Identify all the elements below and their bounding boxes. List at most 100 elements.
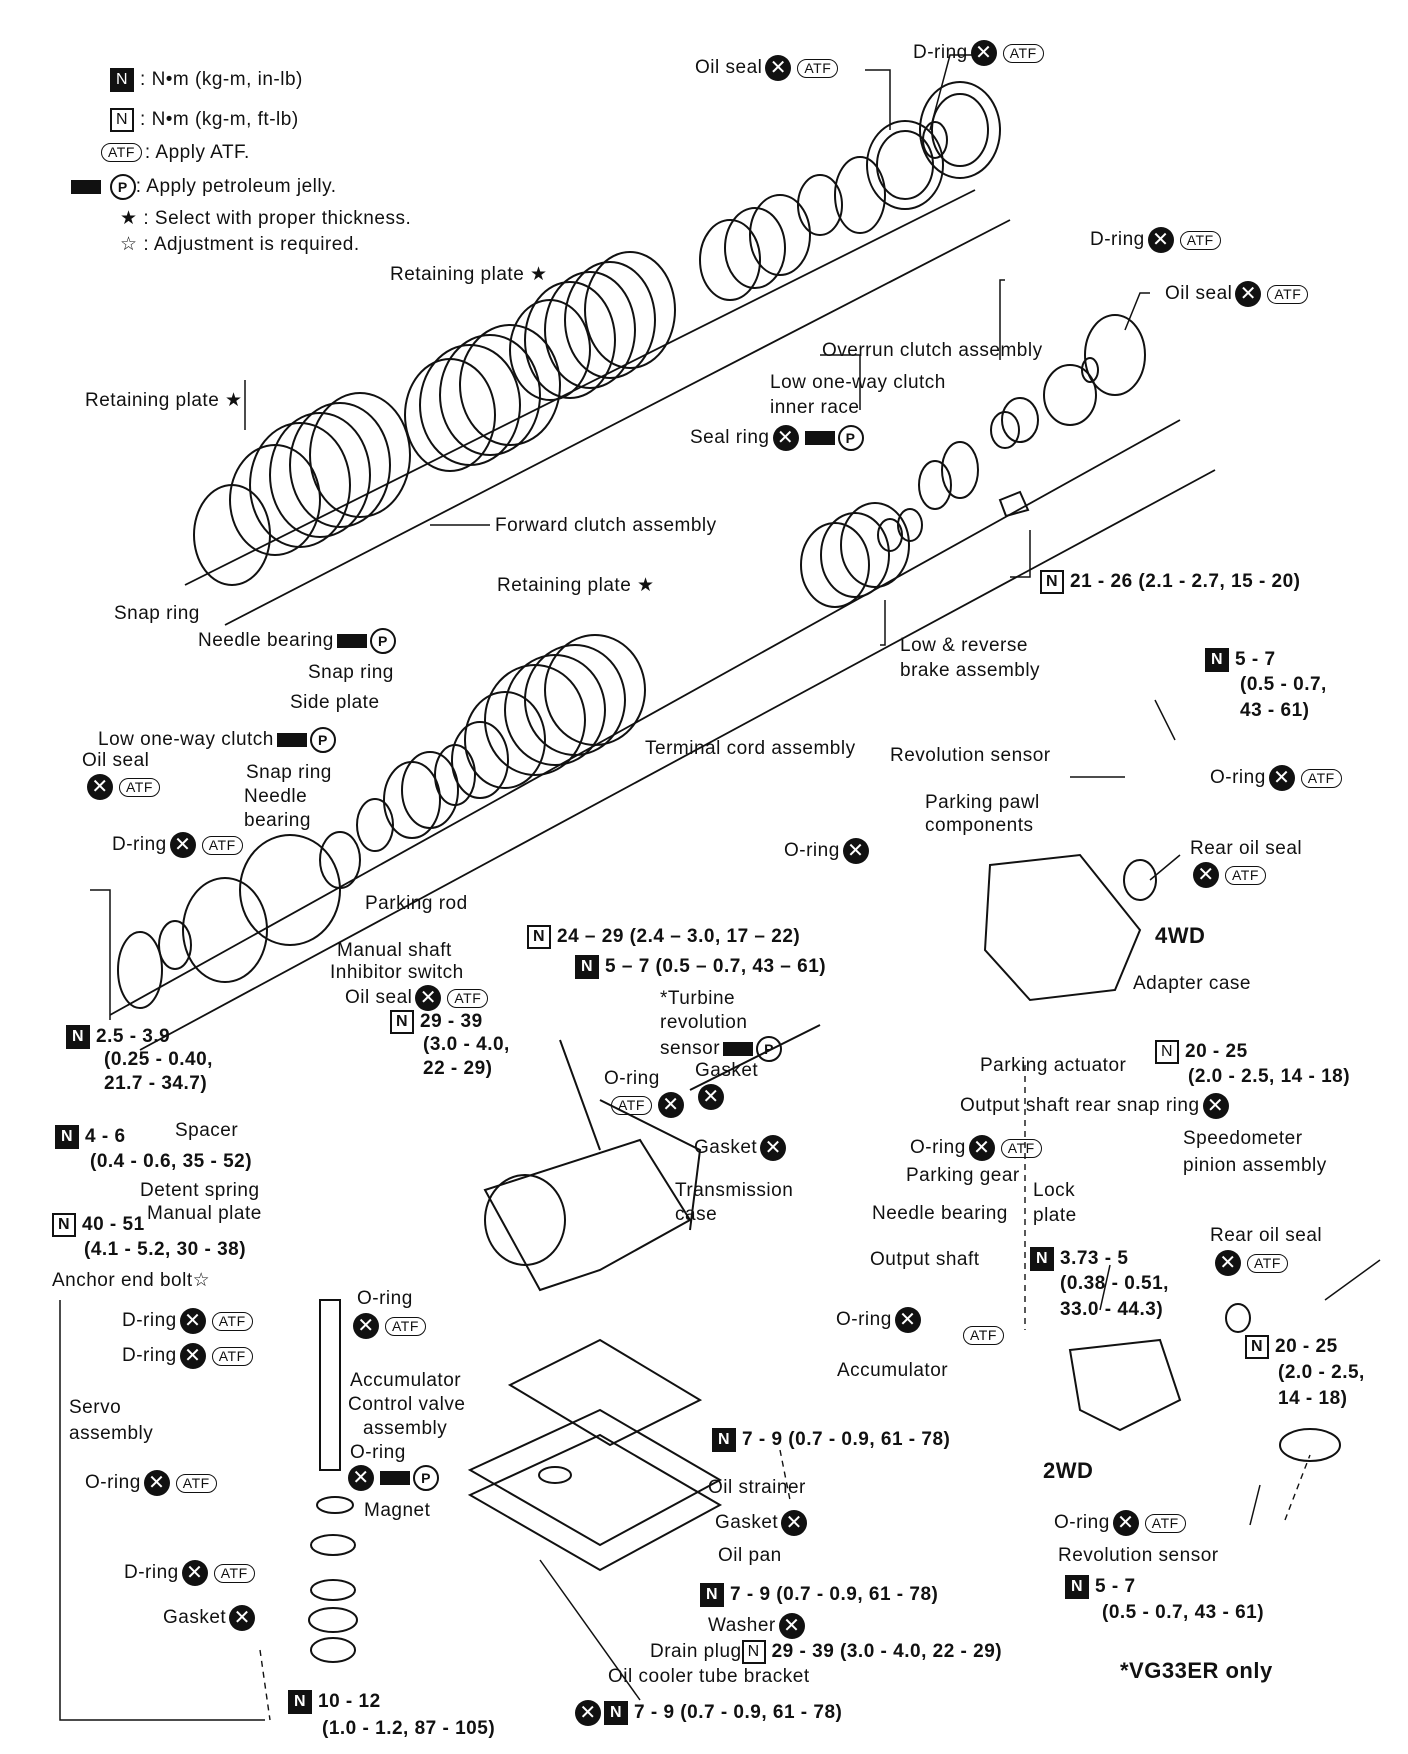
label-rear-oil-seal-top-icons: ✕ ATF — [1190, 862, 1269, 888]
label-anchor-end-bolt: Anchor end bolt☆ — [52, 1270, 211, 1291]
atf-icon: ATF — [385, 1316, 426, 1336]
outline-star-icon: ☆ — [120, 234, 138, 255]
label-parking-rod: Parking rod — [365, 893, 468, 914]
label-parking-pawl-1: Parking pawl — [925, 792, 1040, 813]
label-seal-ring: Seal ring✕P — [690, 425, 864, 451]
label-d-ring-servo-2: D-ring✕ATF — [122, 1343, 256, 1369]
label-gasket-pan: Gasket✕ — [715, 1510, 810, 1536]
replace-icon: ✕ — [968, 1135, 995, 1161]
replace-icon: ✕ — [698, 1084, 724, 1110]
torque-wrench-outline-icon: N — [52, 1213, 76, 1237]
torque-wrench-icon: N — [288, 1690, 312, 1714]
replace-icon: ✕ — [179, 1343, 206, 1369]
label-torque-20-25-bot-2: (2.0 - 2.5, — [1278, 1362, 1365, 1383]
label-gasket-case: Gasket✕ — [694, 1135, 789, 1161]
replace-icon: ✕ — [1215, 1250, 1241, 1276]
label-o-ring-lower-left: O-ring✕ATF — [85, 1470, 220, 1496]
petroleum-jelly-icon — [336, 634, 367, 648]
label-o-ring-acc: O-ring✕ — [836, 1307, 924, 1333]
atf-icon: ATF — [213, 1563, 255, 1583]
label-oil-seal-left-icons: ✕ATF — [84, 774, 163, 800]
label-speedometer-1: Speedometer — [1183, 1128, 1303, 1149]
label-transmission-case-2: case — [675, 1204, 718, 1225]
label-oil-cooler: Oil cooler tube bracket — [608, 1666, 810, 1687]
atf-icon: ATF — [1002, 43, 1044, 63]
petroleum-circle-icon: P — [309, 727, 336, 753]
replace-icon: ✕ — [657, 1092, 684, 1118]
atf-icon: ATF — [1225, 865, 1266, 885]
label-torque-2-5-3: 21.7 - 34.7) — [104, 1073, 208, 1094]
torque-wrench-icon: N — [1065, 1575, 1089, 1599]
label-2wd: 2WD — [1043, 1458, 1094, 1483]
label-oil-seal-mid: Oil seal✕ATF — [345, 985, 491, 1011]
label-low-one-way-inner-2: inner race — [770, 397, 860, 418]
legend-apply-atf: ATF: Apply ATF. — [98, 142, 250, 164]
label-revolution-sensor-top: Revolution sensor — [890, 745, 1051, 766]
overrun-clutch-parts — [509, 81, 1001, 401]
dashed-lines — [259, 1065, 1311, 1721]
label-o-ring-servo: O-ring — [357, 1288, 413, 1309]
torque-wrench-outline-icon: N — [1245, 1335, 1269, 1359]
label-o-ring-acc-atf: ATF — [960, 1325, 1007, 1347]
torque-wrench-icon: N — [1030, 1247, 1054, 1271]
label-rear-oil-seal-bottom: Rear oil seal — [1210, 1225, 1323, 1246]
label-turbine-1: *Turbine — [660, 988, 736, 1009]
label-vg33er: *VG33ER only — [1120, 1658, 1273, 1683]
label-control-valve-1: Control valve — [348, 1394, 466, 1415]
torque-wrench-outline-icon: N — [741, 1640, 766, 1664]
replace-icon: ✕ — [1147, 227, 1174, 253]
label-o-ring-cv-icons: ✕P — [345, 1465, 439, 1491]
label-gasket-turbine-icon: ✕ — [695, 1084, 727, 1110]
label-d-ring-left: D-ring✕ATF — [112, 832, 246, 858]
transmission-case-parts — [483, 1024, 821, 1292]
atf-icon: ATF — [1144, 1513, 1186, 1533]
label-torque-5-7-right-3: 43 - 61) — [1240, 700, 1310, 721]
label-low-one-way-inner-1: Low one-way clutch — [770, 372, 946, 393]
label-lock-plate-2: plate — [1033, 1205, 1077, 1226]
torque-wrench-outline-icon: N — [110, 108, 134, 132]
label-torque-5-7-bot-2: (0.5 - 0.7, 43 - 61) — [1102, 1602, 1265, 1623]
label-torque-29-39-3: 22 - 29) — [423, 1058, 493, 1079]
label-manual-shaft: Manual shaft — [337, 940, 452, 961]
atf-icon: ATF — [175, 1473, 217, 1493]
label-spacer: Spacer — [175, 1120, 239, 1141]
label-accumulator-2: Accumulator — [837, 1360, 949, 1381]
legend-apply-petroleum: P: Apply petroleum jelly. — [68, 174, 336, 200]
label-needle-bearing-3: Needle bearing — [872, 1203, 1008, 1224]
replace-icon: ✕ — [353, 1313, 379, 1339]
label-oil-pan: Oil pan — [718, 1545, 782, 1566]
label-o-ring-cv: O-ring — [350, 1442, 406, 1463]
label-side-plate: Side plate — [290, 692, 380, 713]
petroleum-circle-icon: P — [109, 174, 136, 200]
legend-select-thickness: ★ : Select with proper thickness. — [120, 208, 412, 229]
atf-icon: ATF — [201, 835, 243, 855]
petroleum-circle-icon: P — [837, 425, 864, 451]
label-terminal-cord: Terminal cord assembly — [645, 738, 856, 759]
petroleum-jelly-icon — [723, 1042, 754, 1056]
label-rear-oil-seal-top: Rear oil seal — [1190, 838, 1303, 859]
replace-icon: ✕ — [1193, 862, 1219, 888]
replace-icon: ✕ — [229, 1605, 256, 1631]
adapter-case-parts — [983, 853, 1341, 1462]
label-snap-ring-3: Snap ring — [246, 762, 332, 783]
valve-body-parts — [308, 1299, 723, 1663]
label-magnet: Magnet — [364, 1500, 431, 1521]
petroleum-jelly-icon — [804, 431, 835, 445]
label-oil-seal-right: Oil seal✕ATF — [1165, 281, 1311, 307]
atf-icon: ATF — [101, 143, 142, 163]
atf-icon: ATF — [447, 988, 489, 1008]
replace-icon: ✕ — [1268, 765, 1295, 791]
replace-icon: ✕ — [1202, 1093, 1229, 1119]
replace-icon: ✕ — [760, 1135, 787, 1161]
label-torque-10-12-2: (1.0 - 1.2, 87 - 105) — [322, 1718, 496, 1739]
atf-icon: ATF — [119, 777, 160, 797]
label-accumulator-1: Accumulator — [350, 1370, 462, 1391]
label-parking-gear: Parking gear — [906, 1165, 1020, 1186]
label-detent-spring: Detent spring — [140, 1180, 260, 1201]
